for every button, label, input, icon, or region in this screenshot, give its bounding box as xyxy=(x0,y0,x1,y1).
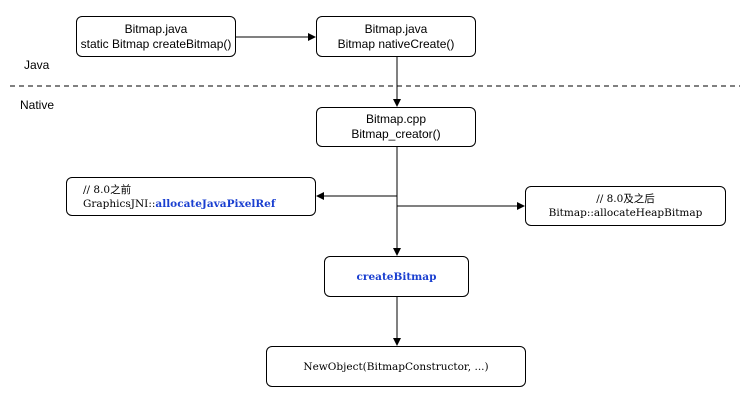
new-object-node: NewObject(BitmapConstructor, ...) xyxy=(266,346,526,387)
java-section-label: Java xyxy=(24,58,50,72)
method-name: allocateJavaPixelRef xyxy=(155,197,276,210)
create-bitmap-native-node: createBitmap xyxy=(324,256,469,297)
method-call: GraphicsJNI::allocateJavaPixelRef xyxy=(83,197,275,211)
class-prefix: GraphicsJNI:: xyxy=(83,197,156,210)
node-method-label: Bitmap nativeCreate() xyxy=(337,36,455,51)
node-file-label: Bitmap.java xyxy=(124,21,188,36)
node-file-label: Bitmap.cpp xyxy=(365,112,427,126)
version-comment: // 8.0之前 xyxy=(83,183,132,196)
function-call: NewObject(BitmapConstructor, ...) xyxy=(303,360,489,373)
method-call: Bitmap::allocateHeapBitmap xyxy=(548,207,703,219)
bitmap-creator-cpp-node: Bitmap.cpp Bitmap_creator() xyxy=(316,107,476,147)
version-comment: // 8.0及之后 xyxy=(596,193,655,205)
node-method-label: static Bitmap createBitmap() xyxy=(80,36,232,51)
native-section-label: Native xyxy=(20,98,55,112)
function-name: createBitmap xyxy=(356,270,437,283)
node-method-label: Bitmap_creator() xyxy=(351,127,441,141)
node-file-label: Bitmap.java xyxy=(364,21,428,36)
native-create-java-node: Bitmap.java Bitmap nativeCreate() xyxy=(316,16,476,57)
allocate-java-pixel-ref-node: // 8.0之前 GraphicsJNI::allocateJavaPixelR… xyxy=(66,177,316,216)
create-bitmap-java-node: Bitmap.java static Bitmap createBitmap() xyxy=(76,16,236,57)
allocate-heap-bitmap-node: // 8.0及之后 Bitmap::allocateHeapBitmap xyxy=(525,186,726,226)
